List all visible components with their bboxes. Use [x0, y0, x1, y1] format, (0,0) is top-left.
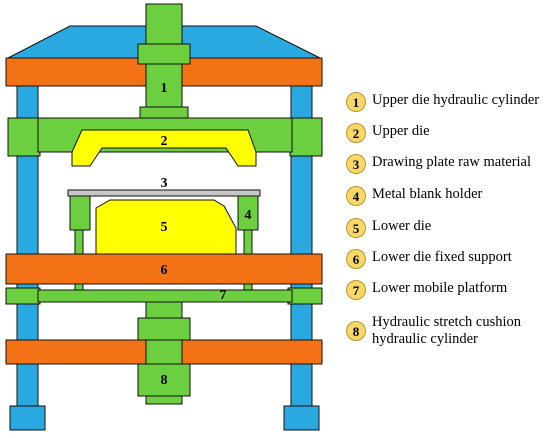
- legend-label: Lower die: [372, 218, 432, 234]
- right-column-foot: [283, 405, 320, 431]
- right-slide-guide: [289, 117, 323, 157]
- legend-label: Drawing plate raw material: [372, 154, 532, 170]
- lower-guide-right: [287, 287, 323, 305]
- number-badge: 3: [346, 154, 366, 174]
- legend-label: Lower mobile platform: [372, 280, 508, 296]
- top-cap-left: [7, 25, 147, 59]
- drawing-plate: [67, 189, 261, 197]
- legend-label: Metal blank holder: [372, 186, 483, 202]
- number-badge: 8: [346, 321, 366, 341]
- part-number-2: 2: [161, 134, 168, 149]
- number-badge: 5: [346, 218, 366, 238]
- legend-label: Lower die fixed support: [372, 249, 512, 265]
- legend-item: 2 Upper die: [346, 123, 430, 143]
- upper-die-shape: [71, 129, 257, 167]
- lower-mobile-platform: [37, 289, 293, 303]
- cushion-cylinder-collar-bottom: [137, 363, 191, 397]
- legend-label: Upper die hydraulic cylinder: [372, 92, 540, 108]
- part-number-4: 4: [245, 208, 252, 223]
- number-badge: 6: [346, 249, 366, 269]
- top-cap-right: [181, 25, 321, 59]
- number-badge: 7: [346, 280, 366, 300]
- part-number-8: 8: [161, 373, 168, 388]
- number-badge: 1: [346, 92, 366, 112]
- legend-item: 3 Drawing plate raw material: [346, 154, 531, 174]
- upper-cylinder-collar-bottom: [139, 106, 189, 119]
- legend-item: 8 Hydraulic stretch cushion hydraulic cy…: [346, 314, 521, 348]
- lower-die-support: [5, 253, 323, 285]
- legend-item: 6 Lower die fixed support: [346, 249, 512, 269]
- part-number-5: 5: [161, 220, 168, 235]
- part-number-6: 6: [161, 263, 168, 278]
- legend-item: 5 Lower die: [346, 218, 431, 238]
- part-number-1: 1: [161, 81, 168, 96]
- press-diagram: 1 2 3 4 5 6 7 8: [5, 3, 323, 431]
- lower-guide-left: [5, 287, 41, 305]
- legend-item: 7 Lower mobile platform: [346, 280, 507, 300]
- blank-holder-left: [69, 195, 91, 231]
- legend-label: Hydraulic stretch cushion hydraulic cyli…: [372, 314, 521, 347]
- legend-label: Upper die: [372, 123, 430, 139]
- cushion-cylinder-collar-top: [137, 317, 191, 341]
- left-slide-guide: [7, 117, 41, 157]
- legend-item: 4 Metal blank holder: [346, 186, 482, 206]
- upper-cylinder-collar-top: [137, 43, 191, 65]
- legend-item: 1 Upper die hydraulic cylinder: [346, 92, 539, 112]
- number-badge: 4: [346, 186, 366, 206]
- part-number-3: 3: [161, 176, 168, 191]
- number-badge: 2: [346, 123, 366, 143]
- part-number-7: 7: [220, 288, 227, 303]
- left-column-foot: [9, 405, 46, 431]
